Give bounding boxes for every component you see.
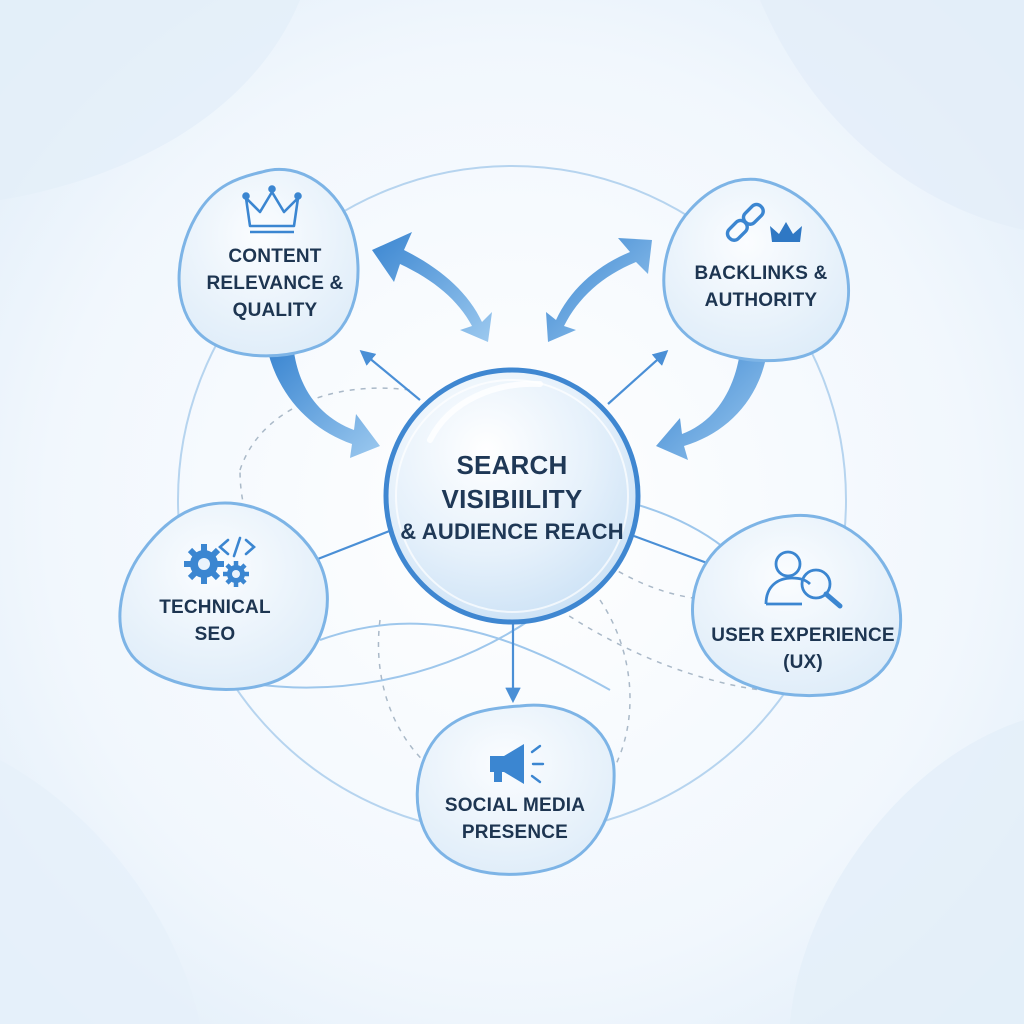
curved-arrows — [268, 232, 766, 460]
spoke-to-backlinks — [607, 349, 669, 405]
large-gear-icon — [184, 544, 224, 584]
node-label-line: AUTHORITY — [704, 290, 818, 311]
node-label-social: SOCIAL MEDIA PRESENCE — [420, 792, 610, 846]
node-label-line: TECHNICAL — [159, 597, 271, 618]
node-blob-ux[interactable] — [691, 513, 903, 697]
node-label-ux: USER EXPERIENCE (UX) — [698, 622, 908, 676]
spoke-to-technical — [302, 528, 393, 567]
node-label-line: SEO — [194, 624, 236, 645]
center-label-line: VISIBIILITY — [441, 484, 583, 514]
node-blob-social[interactable] — [415, 703, 616, 876]
megaphone-icon — [490, 744, 545, 784]
spoke-arrows — [302, 349, 729, 704]
double-arrow-backlinks — [546, 238, 652, 342]
arrow-backlinks-to-center — [656, 352, 766, 460]
node-label-backlinks: BACKLINKS & AUTHORITY — [666, 260, 856, 314]
small-crown-icon — [770, 222, 802, 242]
node-label-line: QUALITY — [232, 300, 318, 321]
spoke-to-content — [359, 350, 421, 401]
node-label-line: RELEVANCE & — [206, 273, 344, 294]
code-brackets-icon — [218, 536, 256, 558]
node-label-technical: TECHNICAL SEO — [120, 594, 310, 648]
user-search-icon — [764, 550, 843, 609]
center-label: SEARCH VISIBIILITY & AUDIENCE REACH — [392, 448, 632, 547]
crown-icon — [242, 185, 302, 234]
center-label-line: SEARCH — [456, 450, 568, 480]
double-arrow-content — [372, 232, 492, 342]
chain-link-icon — [725, 202, 765, 242]
gears-code-icon — [184, 536, 256, 587]
node-blob-content[interactable] — [177, 167, 360, 358]
node-label-content: CONTENT RELEVANCE & QUALITY — [180, 243, 370, 324]
node-blob-backlinks[interactable] — [662, 177, 851, 363]
node-label-line: PRESENCE — [461, 822, 569, 843]
node-label-line: USER EXPERIENCE — [711, 625, 895, 646]
arrow-content-to-center — [268, 352, 380, 458]
node-blob-technical[interactable] — [118, 501, 329, 691]
node-label-line: SOCIAL MEDIA — [444, 795, 586, 816]
node-label-line: BACKLINKS & — [694, 263, 828, 284]
node-label-line: CONTENT — [228, 246, 322, 267]
small-gear-icon — [223, 561, 249, 587]
center-label-line: & AUDIENCE REACH — [400, 519, 624, 544]
center-bubble — [383, 367, 641, 625]
node-label-line: (UX) — [783, 652, 823, 673]
